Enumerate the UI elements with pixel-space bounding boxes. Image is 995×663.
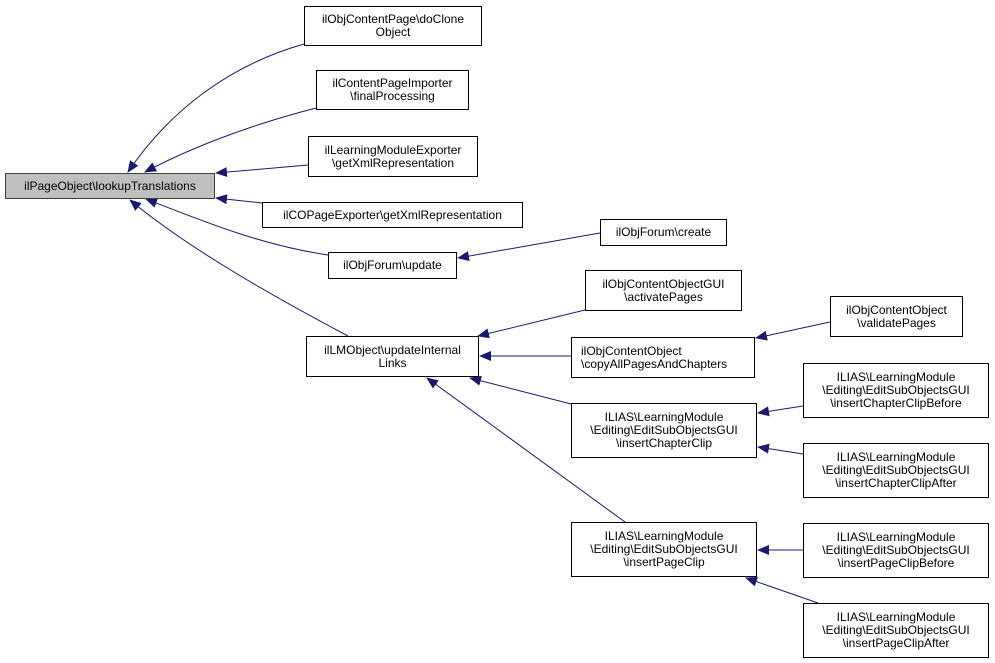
edge-n7-root	[129, 199, 349, 337]
edge-n16-n14	[745, 576, 819, 604]
node-insert-page-clip[interactable]: ILIAS\LearningModule \Editing\EditSubObj…	[571, 522, 757, 577]
edge-n8-n7	[477, 309, 586, 339]
node-activate-pages[interactable]: ilObjContentObjectGUI \activatePages	[585, 270, 742, 311]
node-copy-all-pages-and-chapters[interactable]: ilObjContentObject \copyAllPagesAndChapt…	[571, 337, 755, 378]
node-insert-page-clip-before[interactable]: ILIAS\LearningModule \Editing\EditSubObj…	[803, 523, 989, 578]
node-final-processing[interactable]: ilContentPageImporter \finalProcessing	[316, 70, 469, 110]
node-insert-chapter-clip-after[interactable]: ILIAS\LearningModule \Editing\EditSubObj…	[803, 443, 989, 498]
node-insert-chapter-clip-before[interactable]: ILIAS\LearningModule \Editing\EditSubObj…	[803, 363, 989, 418]
edge-n11-n7	[469, 375, 572, 405]
node-lm-exporter-getxml[interactable]: ilLearningModuleExporter \getXmlRepresen…	[308, 136, 478, 177]
edge-n13-n11	[757, 443, 804, 455]
edge-n1-root	[127, 43, 305, 173]
edge-n6-n5	[457, 232, 601, 262]
edge-n4-root	[215, 194, 263, 205]
node-objforum-create[interactable]: ilObjForum\create	[600, 219, 727, 246]
edge-n14-n7	[426, 377, 626, 523]
node-lmobject-update-internal-links[interactable]: ilLMObject\updateInternal Links	[306, 336, 479, 377]
node-insert-chapter-clip[interactable]: ILIAS\LearningModule \Editing\EditSubObj…	[571, 403, 757, 458]
edge-n10-n9	[755, 321, 831, 341]
node-root-lookup-translations: ilPageObject\lookupTranslations	[5, 173, 215, 199]
edge-n3-root	[215, 164, 309, 178]
edge-n12-n11	[757, 405, 804, 417]
node-objforum-update[interactable]: ilObjForum\update	[328, 252, 457, 279]
node-copage-exporter-getxml[interactable]: ilCOPageExporter\getXmlRepresentation	[262, 202, 523, 228]
node-insert-page-clip-after[interactable]: ILIAS\LearningModule \Editing\EditSubObj…	[803, 603, 989, 658]
node-validate-pages[interactable]: ilObjContentObject \validatePages	[830, 296, 963, 337]
node-doclone-object[interactable]: ilObjContentPage\doClone Object	[304, 6, 482, 46]
edge-n5-root	[145, 198, 329, 256]
edge-n2-root	[144, 107, 317, 173]
